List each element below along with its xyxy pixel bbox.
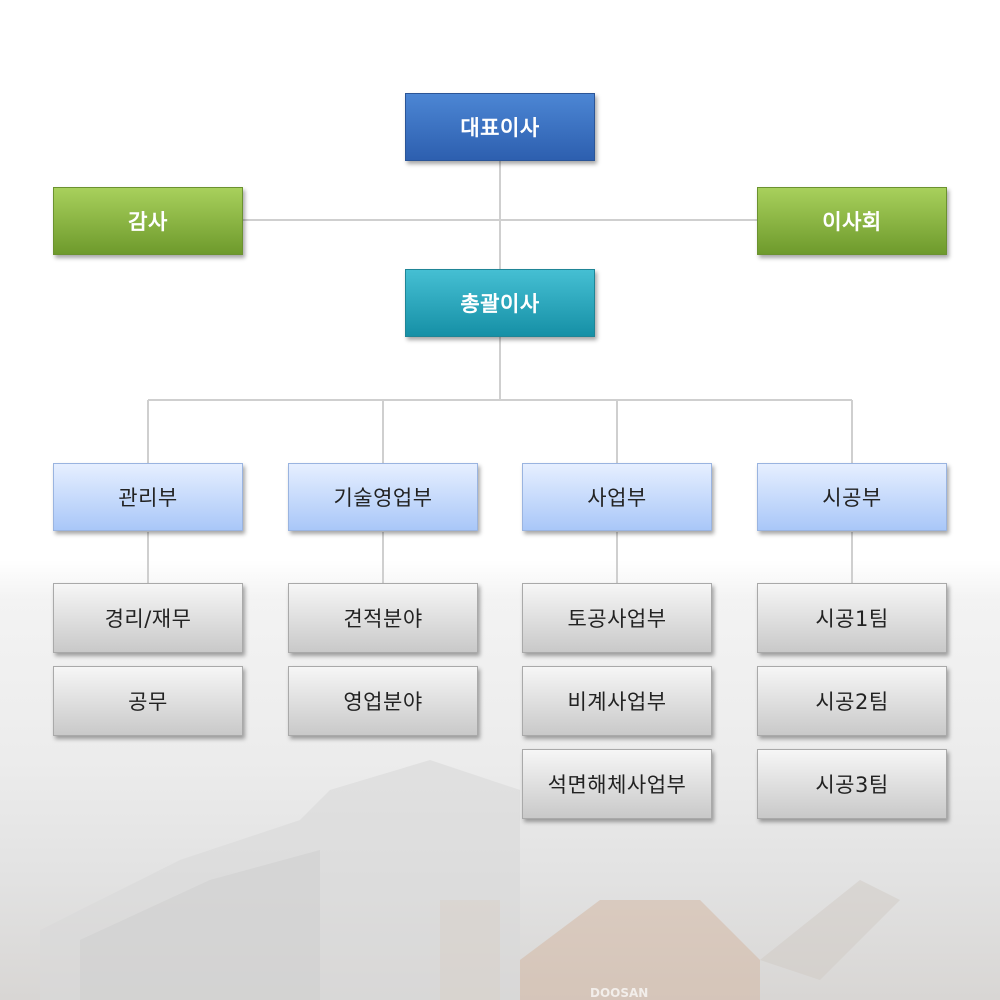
department-label: 시공부 <box>822 486 882 510</box>
department-label: 관리부 <box>118 486 178 510</box>
department-node-tech-sales: 기술영업부 <box>288 463 478 531</box>
brand-watermark: DOOSAN <box>590 986 648 1000</box>
department-node-construction: 시공부 <box>757 463 947 531</box>
unit-label: 석면해체사업부 <box>547 773 687 797</box>
ceo-node: 대표이사 <box>405 93 595 161</box>
department-node-business: 사업부 <box>522 463 712 531</box>
unit-node: 비계사업부 <box>522 666 712 736</box>
department-label: 기술영업부 <box>333 486 433 510</box>
unit-label: 경리/재무 <box>104 607 192 631</box>
unit-node: 경리/재무 <box>53 583 243 653</box>
general-manager-node: 총괄이사 <box>405 269 595 337</box>
unit-label: 토공사업부 <box>567 607 667 631</box>
board-node: 이사회 <box>757 187 947 255</box>
unit-label: 비계사업부 <box>567 690 667 714</box>
unit-node: 공무 <box>53 666 243 736</box>
ceo-label: 대표이사 <box>460 116 540 140</box>
unit-label: 시공1팀 <box>815 607 889 631</box>
board-label: 이사회 <box>822 210 882 234</box>
unit-label: 시공2팀 <box>815 690 889 714</box>
unit-label: 견적분야 <box>343 607 423 631</box>
unit-node: 견적분야 <box>288 583 478 653</box>
general-manager-label: 총괄이사 <box>460 292 540 316</box>
department-label: 사업부 <box>587 486 647 510</box>
unit-node: 시공2팀 <box>757 666 947 736</box>
auditor-label: 감사 <box>128 210 168 234</box>
unit-node: 시공3팀 <box>757 749 947 819</box>
unit-label: 시공3팀 <box>815 773 889 797</box>
unit-node: 시공1팀 <box>757 583 947 653</box>
unit-node: 석면해체사업부 <box>522 749 712 819</box>
unit-label: 공무 <box>128 690 168 714</box>
auditor-node: 감사 <box>53 187 243 255</box>
unit-label: 영업분야 <box>343 690 423 714</box>
unit-node: 토공사업부 <box>522 583 712 653</box>
unit-node: 영업분야 <box>288 666 478 736</box>
department-node-admin: 관리부 <box>53 463 243 531</box>
